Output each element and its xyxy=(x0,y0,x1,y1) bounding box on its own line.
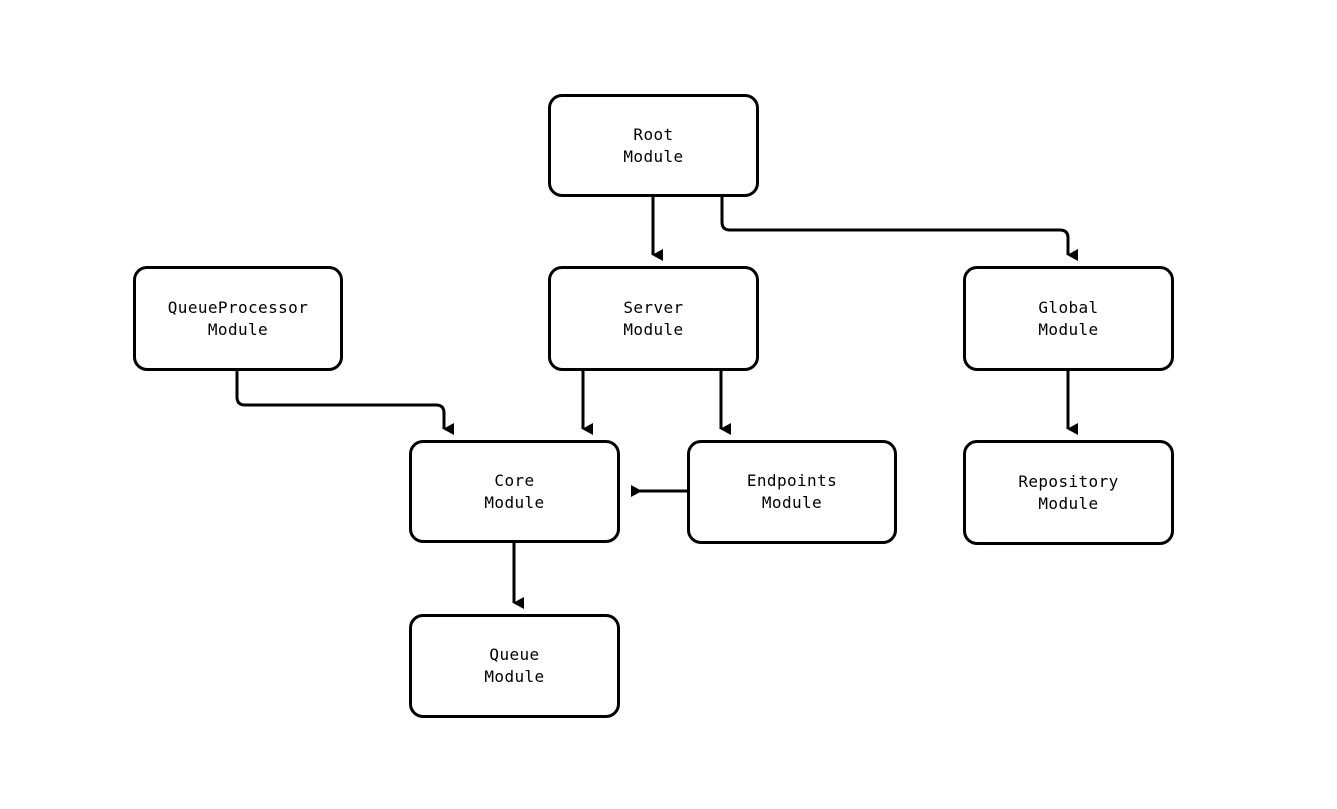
node-repository[interactable]: Repository Module xyxy=(963,440,1174,545)
node-server[interactable]: Server Module xyxy=(548,266,759,371)
node-server-label-line1: Server xyxy=(623,297,684,317)
node-endpoints-label-line1: Endpoints xyxy=(746,471,838,490)
node-repository-label-line2: Module xyxy=(1038,493,1099,513)
node-core-label-line2: Module xyxy=(484,492,545,512)
node-queueprocessor[interactable]: QueueProcessor Module xyxy=(133,266,343,371)
node-queue[interactable]: Queue Module xyxy=(409,614,620,718)
node-server-label-line2: Module xyxy=(623,319,684,339)
node-queue-label-line2: Module xyxy=(484,667,545,686)
node-global-label-line1: Global xyxy=(1038,297,1099,317)
edge-root-to-global xyxy=(720,197,1078,261)
node-global[interactable]: Global Module xyxy=(963,266,1174,371)
node-queueprocessor-label-line1: QueueProcessor xyxy=(167,297,309,317)
node-queue-label-line1: Queue xyxy=(489,645,540,664)
edge-queueprocessor-to-core xyxy=(235,371,454,435)
node-core-label-line1: Core xyxy=(494,470,535,490)
node-global-label-line2: Module xyxy=(1038,319,1099,339)
node-root-label-line2: Module xyxy=(623,146,684,166)
node-queueprocessor-label-line2: Module xyxy=(207,319,269,339)
node-endpoints[interactable]: Endpoints Module xyxy=(687,440,897,544)
node-endpoints-label-line2: Module xyxy=(761,493,823,512)
node-root[interactable]: Root Module xyxy=(548,94,759,197)
node-core[interactable]: Core Module xyxy=(409,440,620,543)
node-repository-label-line1: Repository xyxy=(1018,471,1119,491)
node-root-label-line1: Root xyxy=(633,124,674,144)
